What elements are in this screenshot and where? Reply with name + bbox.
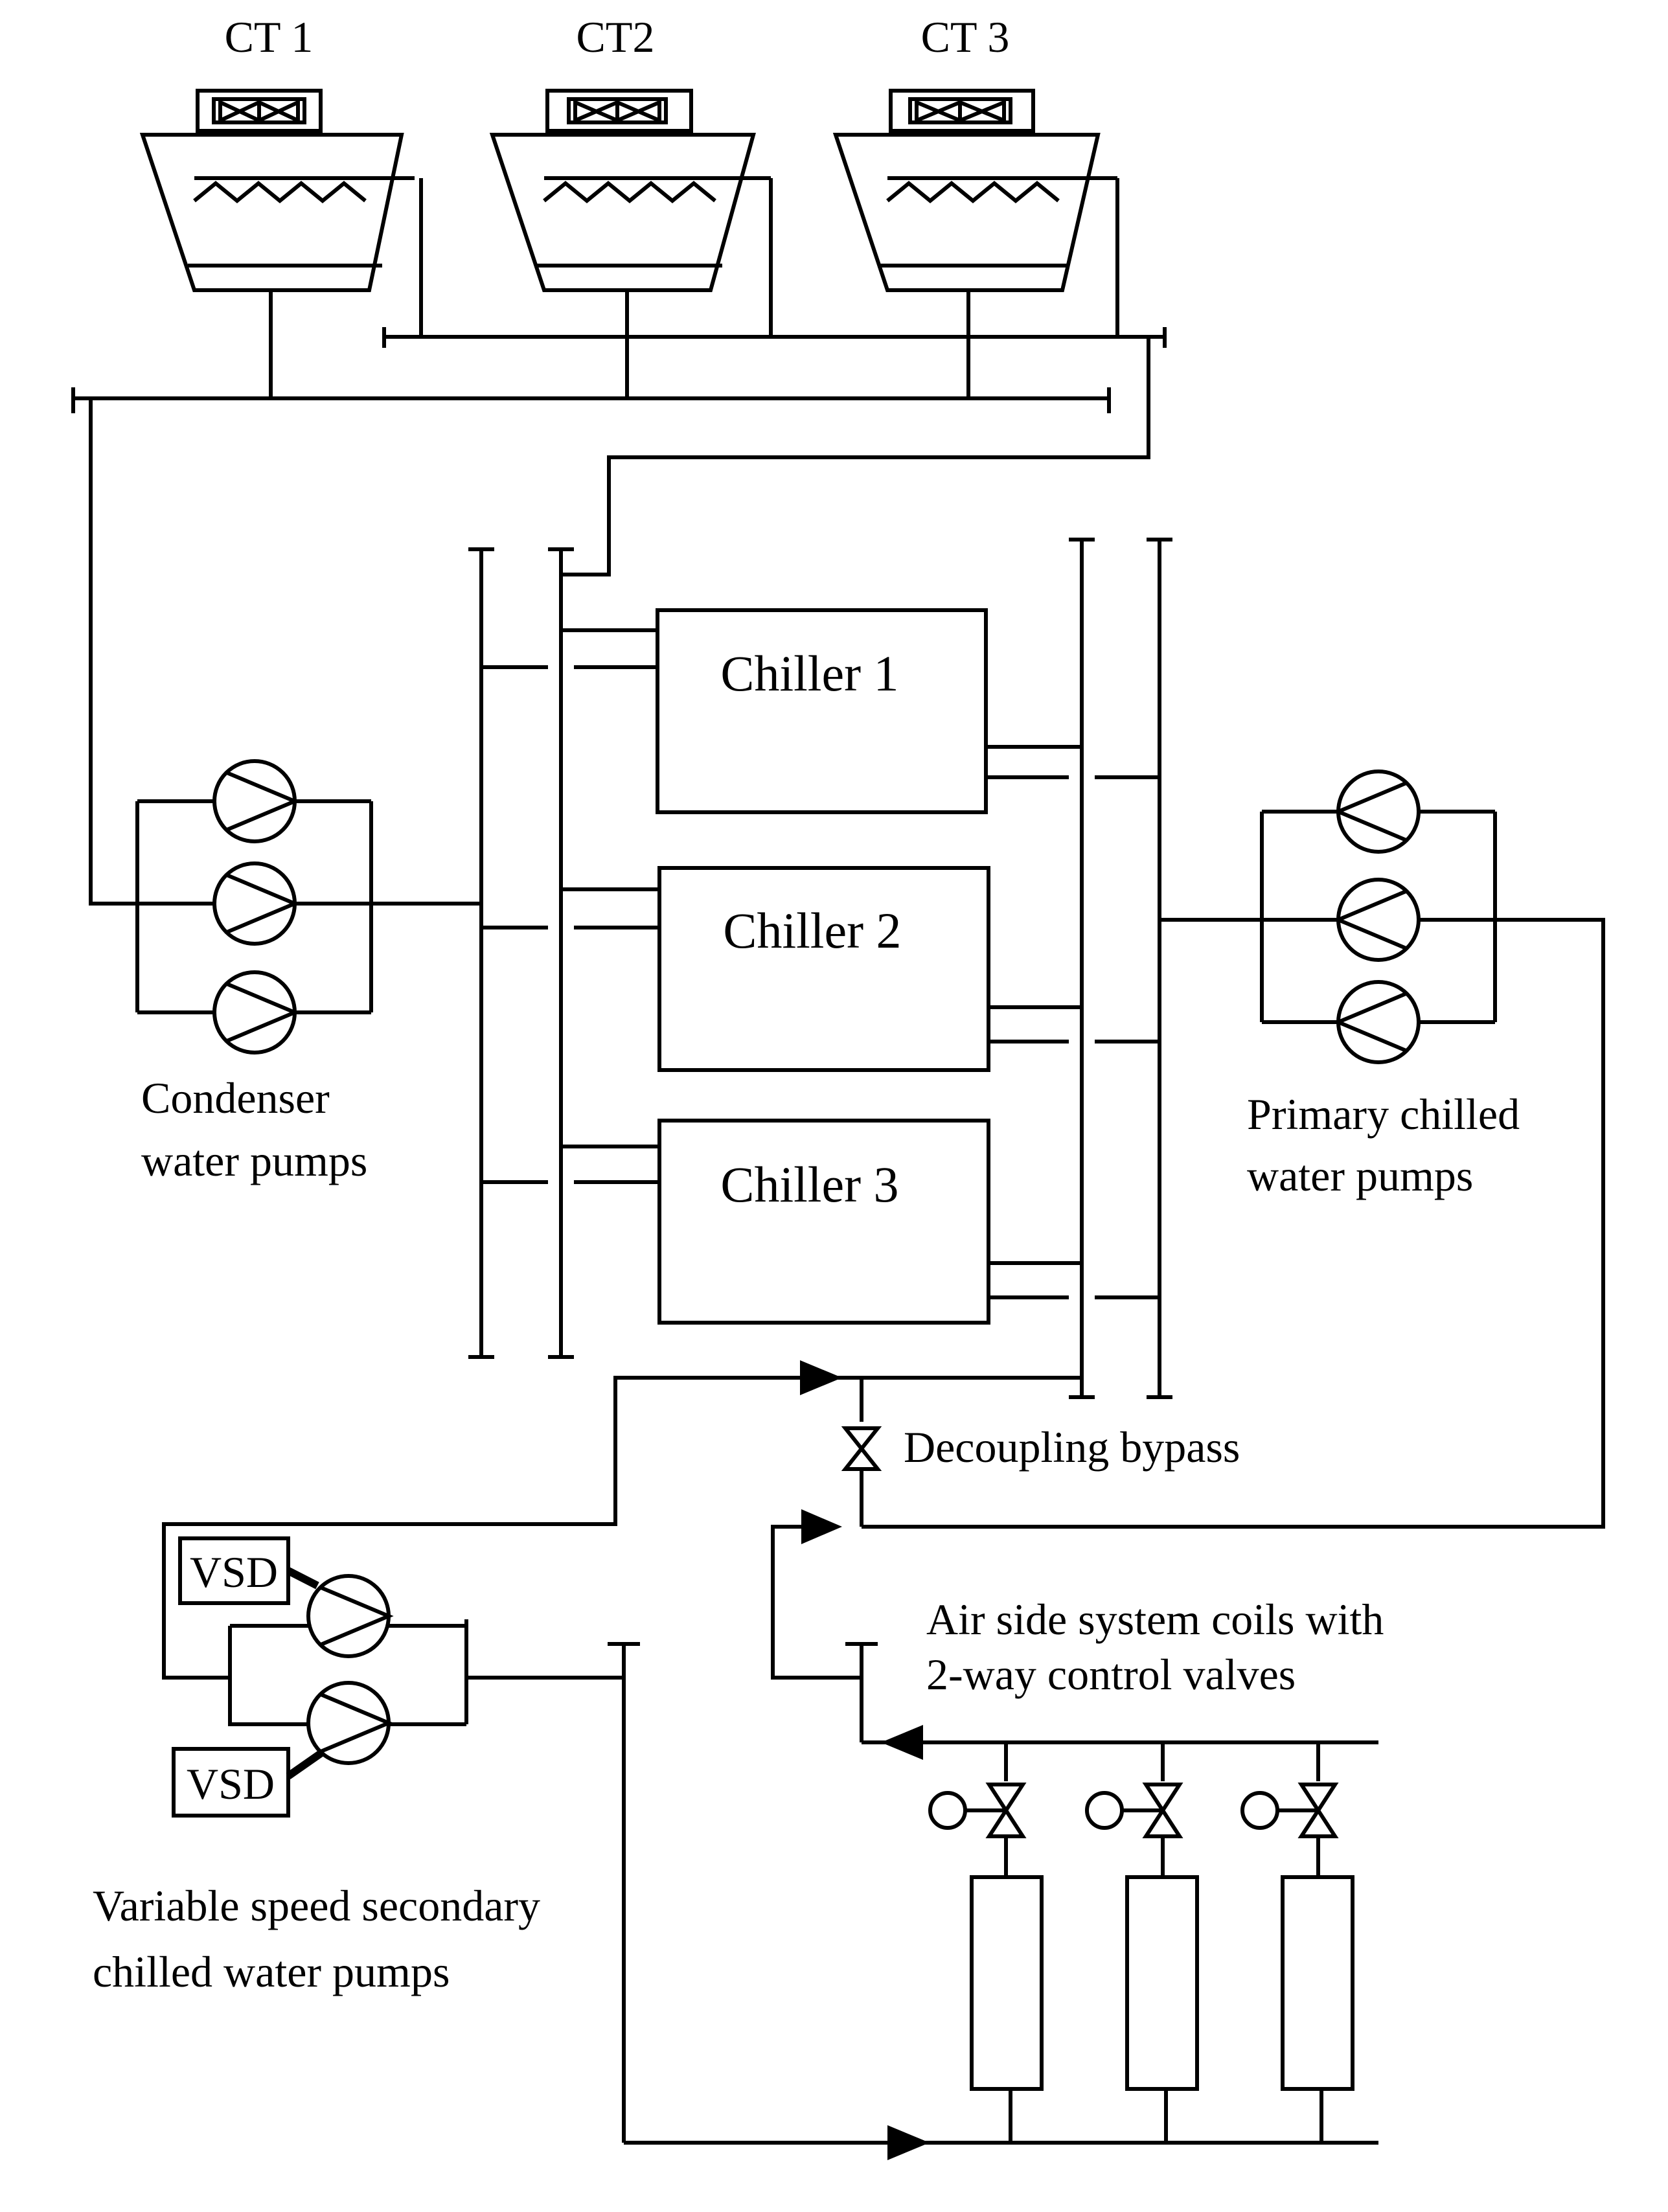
- pump-icon: [1333, 878, 1421, 962]
- bypass-label: Decoupling bypass: [904, 1422, 1240, 1472]
- vsd-label: VSD: [190, 1547, 278, 1597]
- control-valve-icon: [1240, 1783, 1339, 1838]
- bypass-valve-icon: [841, 1426, 882, 1471]
- pump-icon: [306, 1574, 394, 1658]
- pump-icon: [306, 1681, 394, 1765]
- ct3-label: CT 3: [921, 12, 1010, 62]
- coil-1: [928, 1742, 1044, 2143]
- vsd-label: VSD: [187, 1759, 275, 1808]
- condenser-pumps-label-line1: Condenser: [141, 1073, 330, 1123]
- chiller3-label: Chiller 3: [720, 1156, 898, 1213]
- spray-nozzles-icon: [193, 181, 367, 203]
- secondary-chilled-water-pumps: VSD VSD Variable speed secondary chilled…: [93, 1536, 624, 1996]
- condenser-headers: [371, 547, 574, 1359]
- spray-nozzles-icon: [886, 181, 1060, 203]
- control-valve-icon: [1085, 1783, 1183, 1838]
- fan-icon: [212, 97, 306, 124]
- coils-label-line2: 2-way control valves: [926, 1650, 1296, 1699]
- fan-icon: [567, 97, 668, 124]
- flow-arrow-icon: [801, 1509, 842, 1544]
- control-valve-icon: [928, 1783, 1027, 1838]
- secondary-pumps-label-line2: chilled water pumps: [93, 1947, 450, 1996]
- decoupling-bypass: Decoupling bypass: [162, 1360, 1240, 1680]
- vsd-box-2: VSD: [172, 1747, 325, 1818]
- primary-chilled-water-pumps: Primary chilled water pumps: [862, 770, 1605, 1529]
- ct1-label: CT 1: [225, 12, 314, 62]
- secondary-pumps-label-line1: Variable speed secondary: [93, 1881, 540, 1930]
- chiller-3: Chiller 3: [481, 1119, 1160, 1325]
- pump-icon: [212, 970, 300, 1055]
- cooling-tower-1: CT 1: [139, 12, 415, 292]
- secondary-loop: [608, 1509, 1378, 2160]
- chiller1-label: Chiller 1: [720, 645, 898, 701]
- spray-nozzles-icon: [543, 181, 716, 203]
- condenser-pumps-label-line2: water pumps: [141, 1136, 367, 1185]
- cooling-tower-2: CT2: [489, 12, 771, 292]
- chiller-2: Chiller 2: [481, 866, 1160, 1072]
- chiller-1: Chiller 1: [481, 608, 1160, 814]
- flow-arrow-icon: [800, 1360, 842, 1395]
- ct2-label: CT2: [577, 12, 655, 62]
- chilled-water-headers: [1069, 538, 1262, 1399]
- pump-icon: [1333, 980, 1421, 1064]
- air-side-coils: Air side system coils with 2-way control…: [926, 1595, 1384, 2143]
- flow-arrow-icon: [881, 1725, 923, 1760]
- vsd-box-1: VSD: [178, 1536, 319, 1605]
- flow-arrow-icon: [887, 2125, 930, 2160]
- cooling-tower-piping: [71, 178, 1167, 906]
- coil-3: [1240, 1742, 1354, 2143]
- pump-icon: [212, 861, 300, 946]
- fan-icon: [908, 97, 1012, 124]
- pump-icon: [212, 759, 300, 843]
- condenser-water-pumps: Condenser water pumps: [135, 759, 373, 1185]
- chiller2-label: Chiller 2: [723, 902, 901, 959]
- cooling-tower-3: CT 3: [832, 12, 1117, 292]
- coil-2: [1085, 1742, 1199, 2143]
- coils-label-line1: Air side system coils with: [926, 1595, 1384, 1644]
- pump-icon: [1333, 770, 1421, 854]
- primary-pumps-label-line2: water pumps: [1247, 1151, 1473, 1200]
- primary-pumps-label-line1: Primary chilled: [1247, 1089, 1520, 1139]
